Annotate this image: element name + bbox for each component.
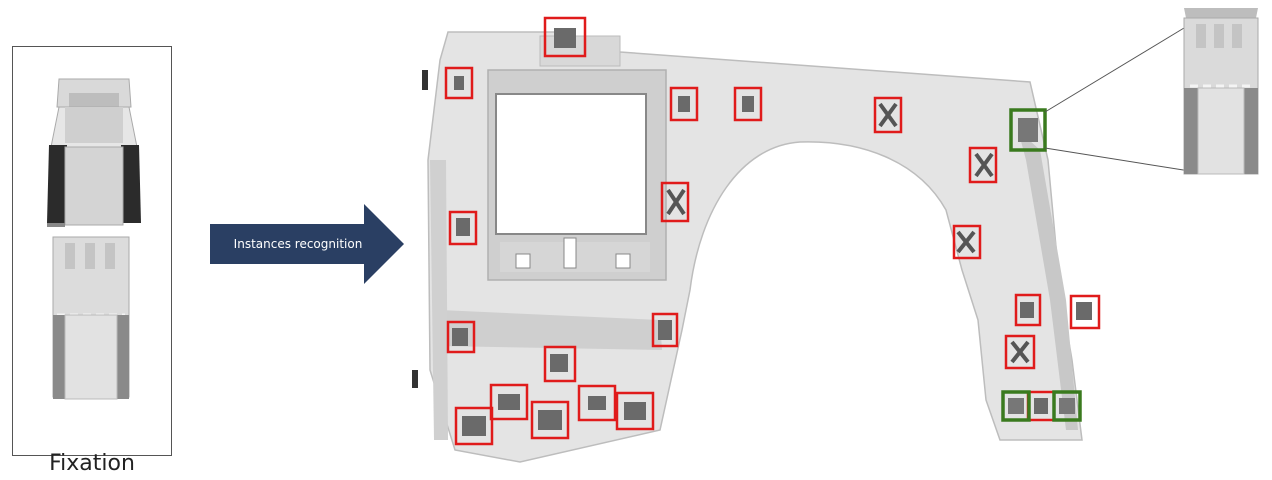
detection-box <box>543 345 577 383</box>
fixation-zoom-inset <box>1183 8 1259 175</box>
zoom-line <box>1044 147 1197 173</box>
dashboard-part <box>412 31 1083 463</box>
detection-box <box>615 391 655 431</box>
fixation-detection-box <box>1001 390 1031 422</box>
detection-box <box>448 210 478 246</box>
detection-box <box>454 406 494 446</box>
detection-box <box>530 400 570 440</box>
zoom-line <box>1044 27 1185 113</box>
fixation-clip-top-view <box>47 78 141 227</box>
detection-box <box>543 16 587 58</box>
fixation-detection-box <box>1052 390 1082 422</box>
detection-box <box>446 320 476 354</box>
fixation-label: Fixation <box>49 451 135 476</box>
instances-recognition-arrow <box>210 204 404 284</box>
detection-box <box>1014 293 1042 327</box>
detection-box <box>733 86 763 122</box>
detection-box <box>968 146 998 184</box>
fixation-clip-front-view <box>52 236 130 400</box>
detection-box <box>1069 294 1101 330</box>
detection-box <box>669 86 699 122</box>
detection-box <box>651 312 679 348</box>
fixation-part-illustration <box>47 78 141 400</box>
detection-box <box>444 66 474 100</box>
fixation-legend-panel: Fixation <box>12 46 172 476</box>
detection-box <box>577 384 617 422</box>
detection-box <box>489 383 529 421</box>
instances-recognition-label: Instances recognition <box>233 237 363 251</box>
detection-box <box>660 181 690 223</box>
detection-box <box>1004 334 1036 370</box>
detection-box <box>952 224 982 260</box>
fixation-detection-box <box>1009 108 1047 152</box>
detection-box <box>873 96 903 134</box>
